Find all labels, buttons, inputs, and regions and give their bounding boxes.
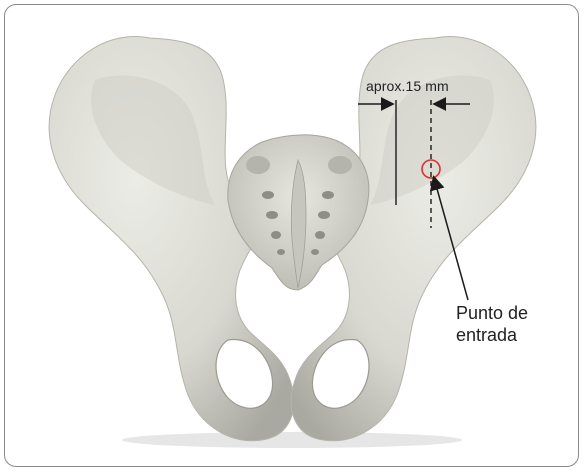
sacral-foramen (266, 211, 278, 219)
measurement-label: aprox.15 mm (366, 78, 449, 94)
left-articular-process (246, 156, 270, 174)
sacral-foramen (315, 231, 325, 239)
sacral-foramen (322, 191, 334, 199)
entry-point-label-line2: entrada (456, 324, 528, 346)
sacral-foramen (311, 249, 319, 255)
right-articular-process (328, 156, 352, 174)
sacral-foramen (262, 191, 274, 199)
sacral-foramen (271, 231, 281, 239)
entry-point-label: Punto de entrada (456, 302, 528, 346)
entry-point-label-line1: Punto de (456, 302, 528, 324)
sacral-foramen (277, 249, 285, 255)
ground-shadow (122, 432, 462, 448)
sacral-foramen (318, 211, 330, 219)
